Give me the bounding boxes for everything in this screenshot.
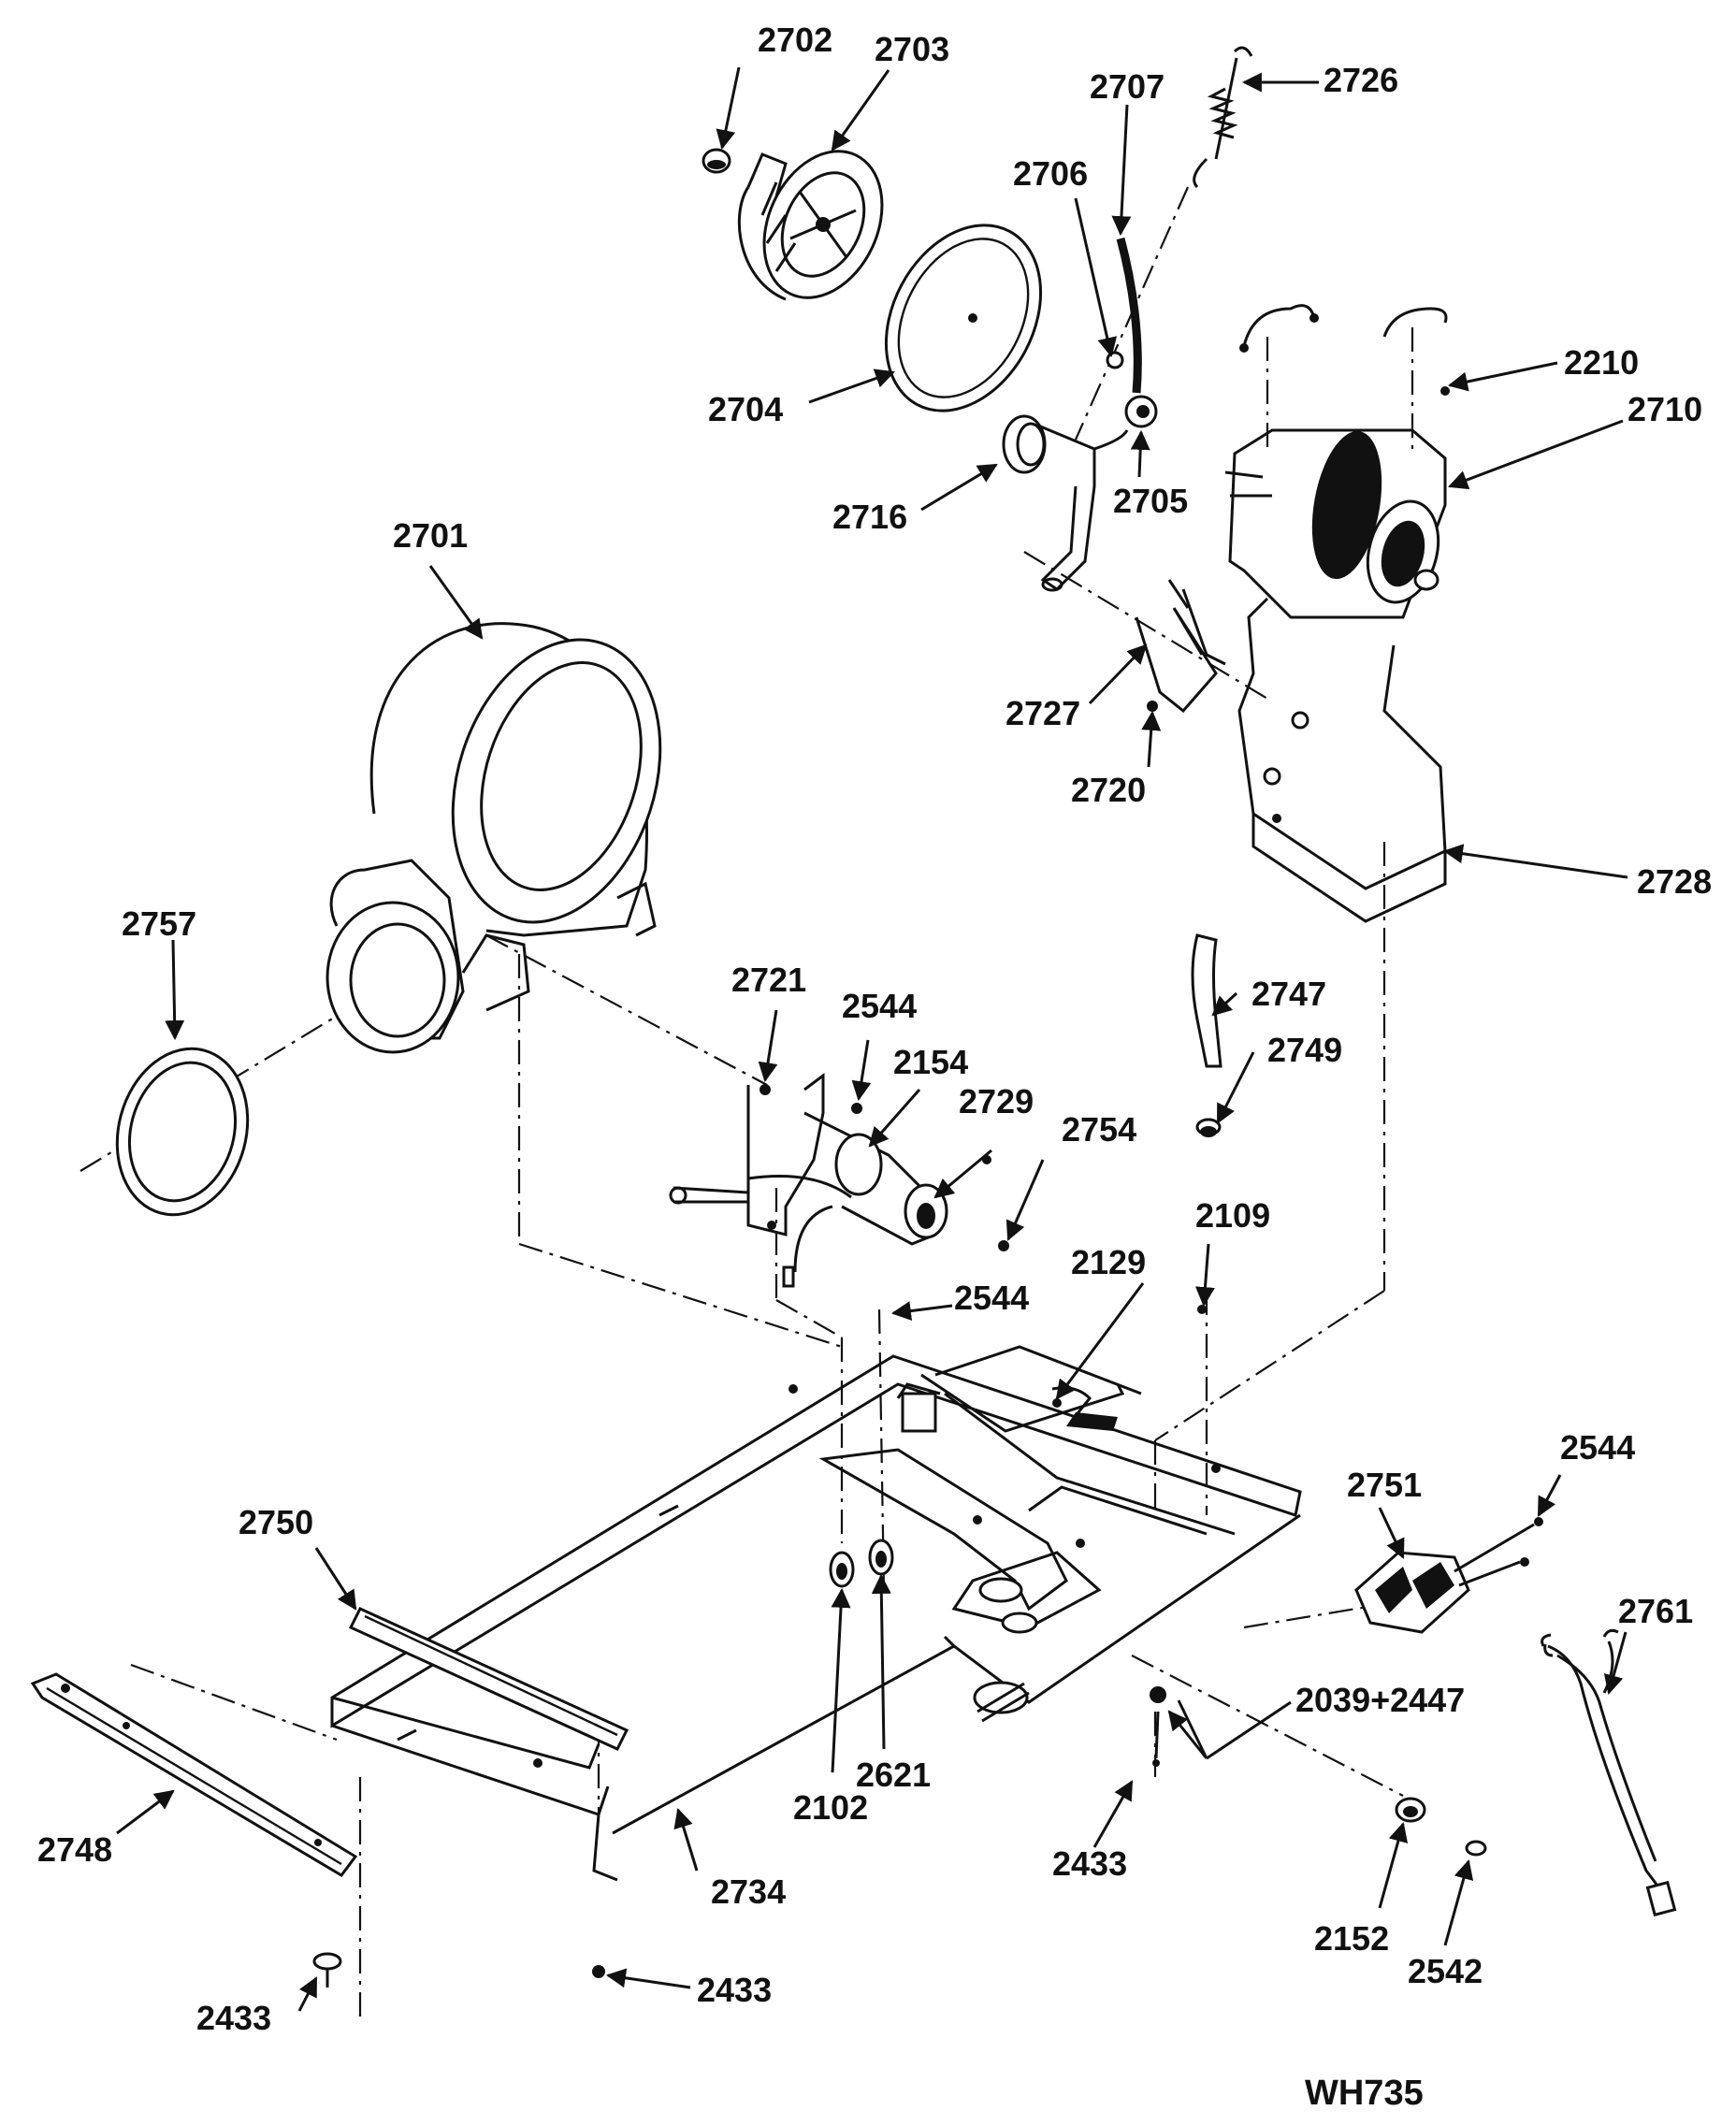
alignment-lines: [80, 186, 1414, 2020]
fasteners: [312, 1155, 1543, 1988]
label-2707: 2707: [1090, 67, 1165, 106]
label-2747: 2747: [1251, 975, 1326, 1013]
leader-lines: [116, 66, 1628, 2012]
part-2710-motor: [1224, 304, 1450, 923]
part-2747-hose: [1191, 933, 1222, 1137]
label-2701: 2701: [393, 516, 468, 555]
part-2726-spring: [1193, 46, 1253, 189]
label-2726: 2726: [1324, 61, 1398, 99]
label-2039-2447: 2039+2447: [1295, 1681, 1465, 1719]
label-2734: 2734: [711, 1872, 786, 1911]
part-2702-knob: [702, 148, 731, 174]
diagram-code: WH735: [1305, 2074, 1424, 2113]
label-2750: 2750: [239, 1503, 313, 1541]
label-2433c: 2433: [196, 1999, 271, 2037]
label-2433b: 2433: [697, 1971, 772, 2009]
label-2702: 2702: [758, 21, 832, 59]
label-2727: 2727: [1005, 694, 1080, 732]
part-2750-strip: [348, 1607, 629, 1751]
label-2129: 2129: [1071, 1243, 1146, 1281]
label-2152: 2152: [1314, 1919, 1389, 1958]
part-2716-pulley-shaft: [1002, 414, 1129, 592]
callout-labels: 2702 2703 2726 2707 2706 2704 2210 2710 …: [37, 21, 1712, 2037]
label-2706: 2706: [1013, 154, 1088, 193]
label-2754: 2754: [1062, 1110, 1136, 1149]
label-2716: 2716: [832, 498, 907, 536]
label-2433a: 2433: [1052, 1844, 1127, 1883]
label-2154: 2154: [893, 1043, 968, 1081]
part-2703-blower-wheel: [737, 150, 884, 301]
label-2109: 2109: [1195, 1196, 1270, 1235]
part-2701-blower-housing: [326, 622, 662, 1054]
label-2704: 2704: [708, 390, 783, 428]
part-2734-base-plate: [330, 1345, 1302, 1882]
label-2542: 2542: [1408, 1952, 1483, 1990]
part-2757-seal-ring: [115, 1047, 250, 1217]
part-2704-disc: [884, 224, 1043, 412]
part-2751-terminal-block: [1354, 1523, 1535, 1634]
label-2544b: 2544: [954, 1279, 1029, 1317]
label-2705: 2705: [1113, 482, 1188, 520]
part-2761-power-cord: [1541, 1628, 1677, 1917]
label-2729: 2729: [959, 1082, 1034, 1120]
label-2703: 2703: [875, 30, 949, 68]
label-2544a: 2544: [842, 987, 917, 1025]
label-2721: 2721: [731, 961, 806, 999]
label-2757: 2757: [122, 904, 196, 943]
label-2102: 2102: [793, 1788, 868, 1827]
label-2621: 2621: [856, 1756, 931, 1794]
label-2728: 2728: [1637, 862, 1712, 901]
label-2748: 2748: [37, 1830, 112, 1869]
label-2749: 2749: [1267, 1031, 1342, 1069]
label-2544c: 2544: [1560, 1428, 1635, 1467]
label-2710: 2710: [1628, 390, 1702, 428]
label-2761: 2761: [1618, 1592, 1693, 1630]
label-2720: 2720: [1071, 771, 1146, 809]
label-2751: 2751: [1347, 1466, 1422, 1504]
part-2748-strip: [30, 1672, 358, 1877]
part-2727-bracket: [1135, 579, 1226, 714]
label-2210: 2210: [1564, 343, 1639, 382]
part-2707-2706-idler-arm: [1106, 237, 1158, 428]
